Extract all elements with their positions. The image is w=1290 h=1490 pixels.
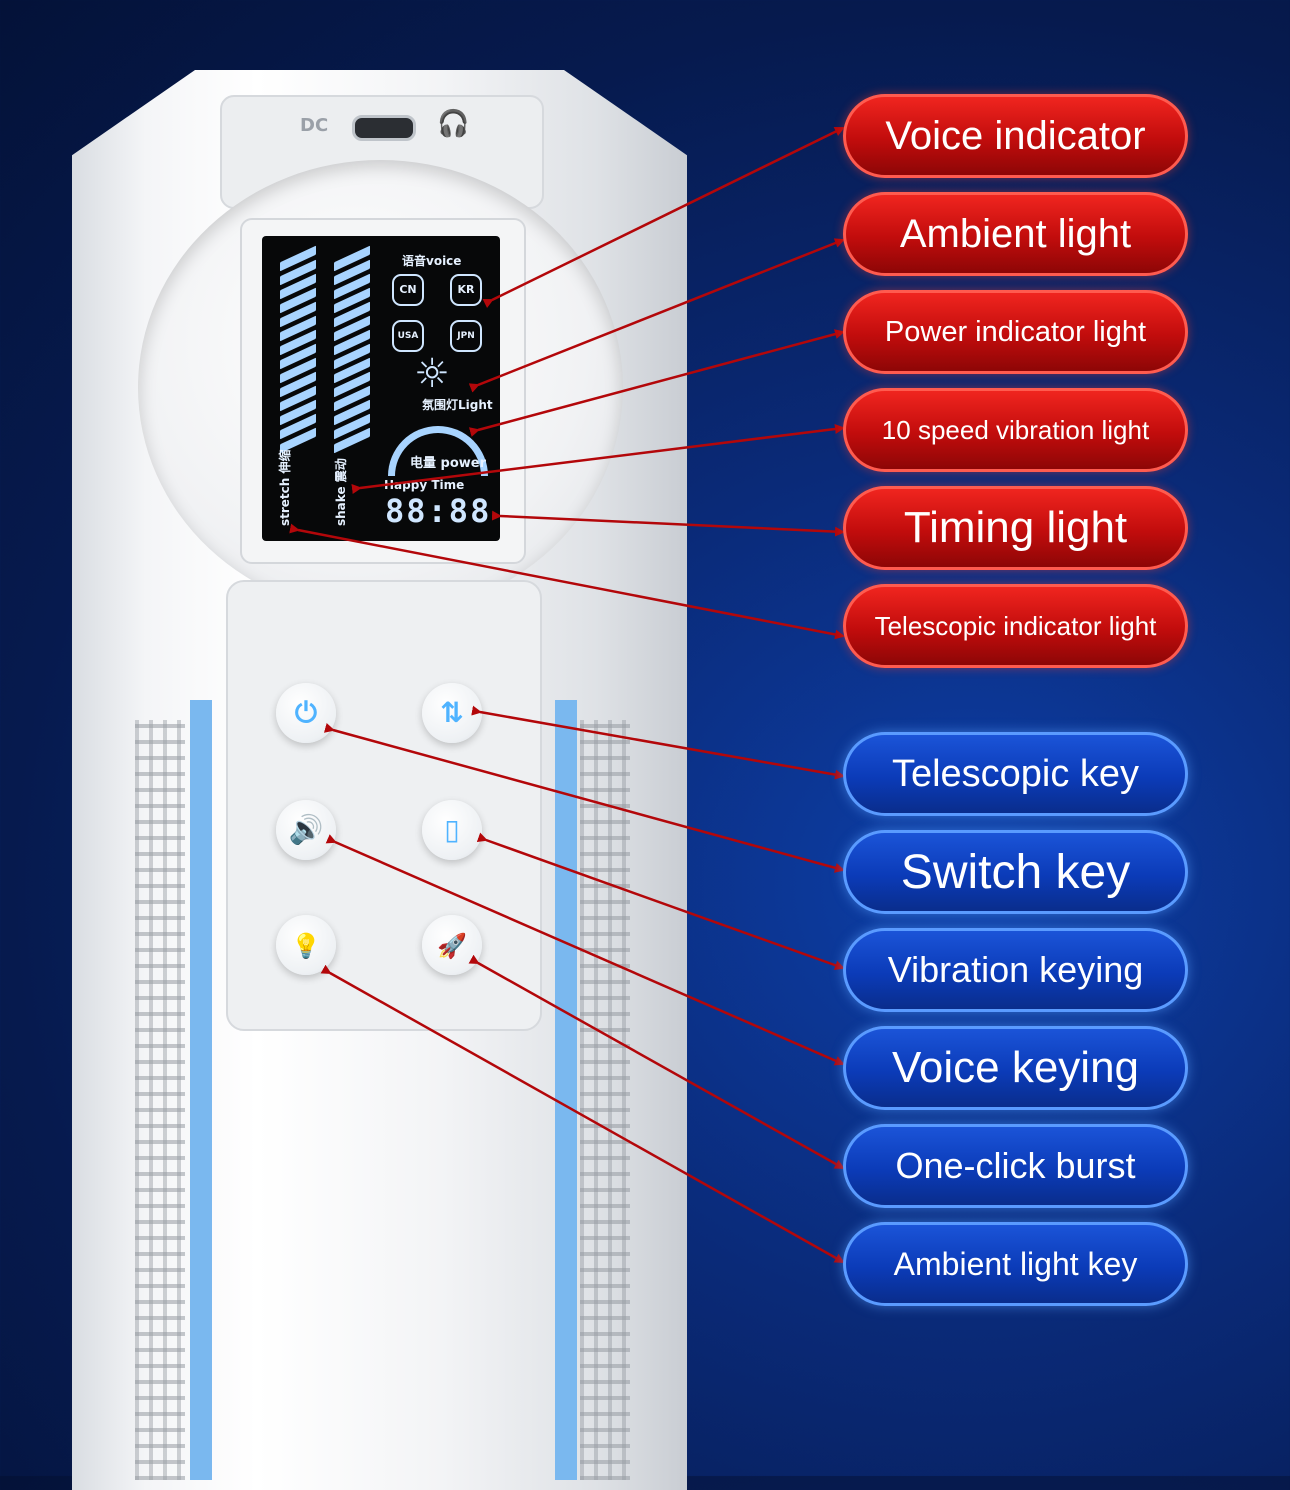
- callout-telescopic-key: Telescopic key: [843, 732, 1188, 816]
- callout-arrow: [320, 964, 845, 1264]
- speaker-icon: 🔊: [288, 813, 324, 846]
- callout-ambient-light-key: Ambient light key: [843, 1222, 1188, 1306]
- callout-switch-key: Switch key: [843, 830, 1188, 914]
- sun-icon: ☼: [414, 351, 450, 397]
- callout-arrow: [471, 705, 845, 780]
- callout-vibration-light: 10 speed vibration light: [843, 388, 1188, 472]
- callout-arrow: [468, 238, 845, 393]
- callout-arrow: [323, 723, 845, 873]
- callout-timing-light: Timing light: [843, 486, 1188, 570]
- callout-arrow: [491, 510, 845, 537]
- left-light-strip: [190, 700, 212, 1480]
- lang-usa-icon: USA: [392, 320, 424, 352]
- telescopic-icon: ⇅: [440, 696, 464, 729]
- callout-voice-indicator: Voice indicator: [843, 94, 1188, 178]
- callout-arrow: [289, 523, 845, 640]
- callout-arrow: [351, 424, 845, 494]
- usb-port: [352, 115, 416, 141]
- callout-arrow: [468, 329, 845, 437]
- bulb-icon: 💡: [291, 932, 321, 960]
- voice-title: 语音voice: [402, 254, 462, 268]
- callout-arrow: [468, 954, 845, 1170]
- callout-power-indicator: Power indicator light: [843, 290, 1188, 374]
- power-icon: ⏻: [294, 696, 318, 729]
- callout-ambient-light: Ambient light: [843, 192, 1188, 276]
- callout-one-click-burst: One-click burst: [843, 1124, 1188, 1208]
- left-grip-texture: [135, 720, 185, 1480]
- lang-cn-icon: CN: [392, 274, 424, 306]
- callout-vibration-keying: Vibration keying: [843, 928, 1188, 1012]
- callout-voice-keying: Voice keying: [843, 1026, 1188, 1110]
- callout-arrow: [482, 126, 845, 309]
- dc-label: DC: [300, 115, 329, 136]
- callout-arrow: [476, 832, 845, 971]
- callout-arrow: [325, 834, 845, 1066]
- headphone-icon: 🎧: [437, 109, 470, 139]
- callout-telescopic-indicator: Telescopic indicator light: [843, 584, 1188, 668]
